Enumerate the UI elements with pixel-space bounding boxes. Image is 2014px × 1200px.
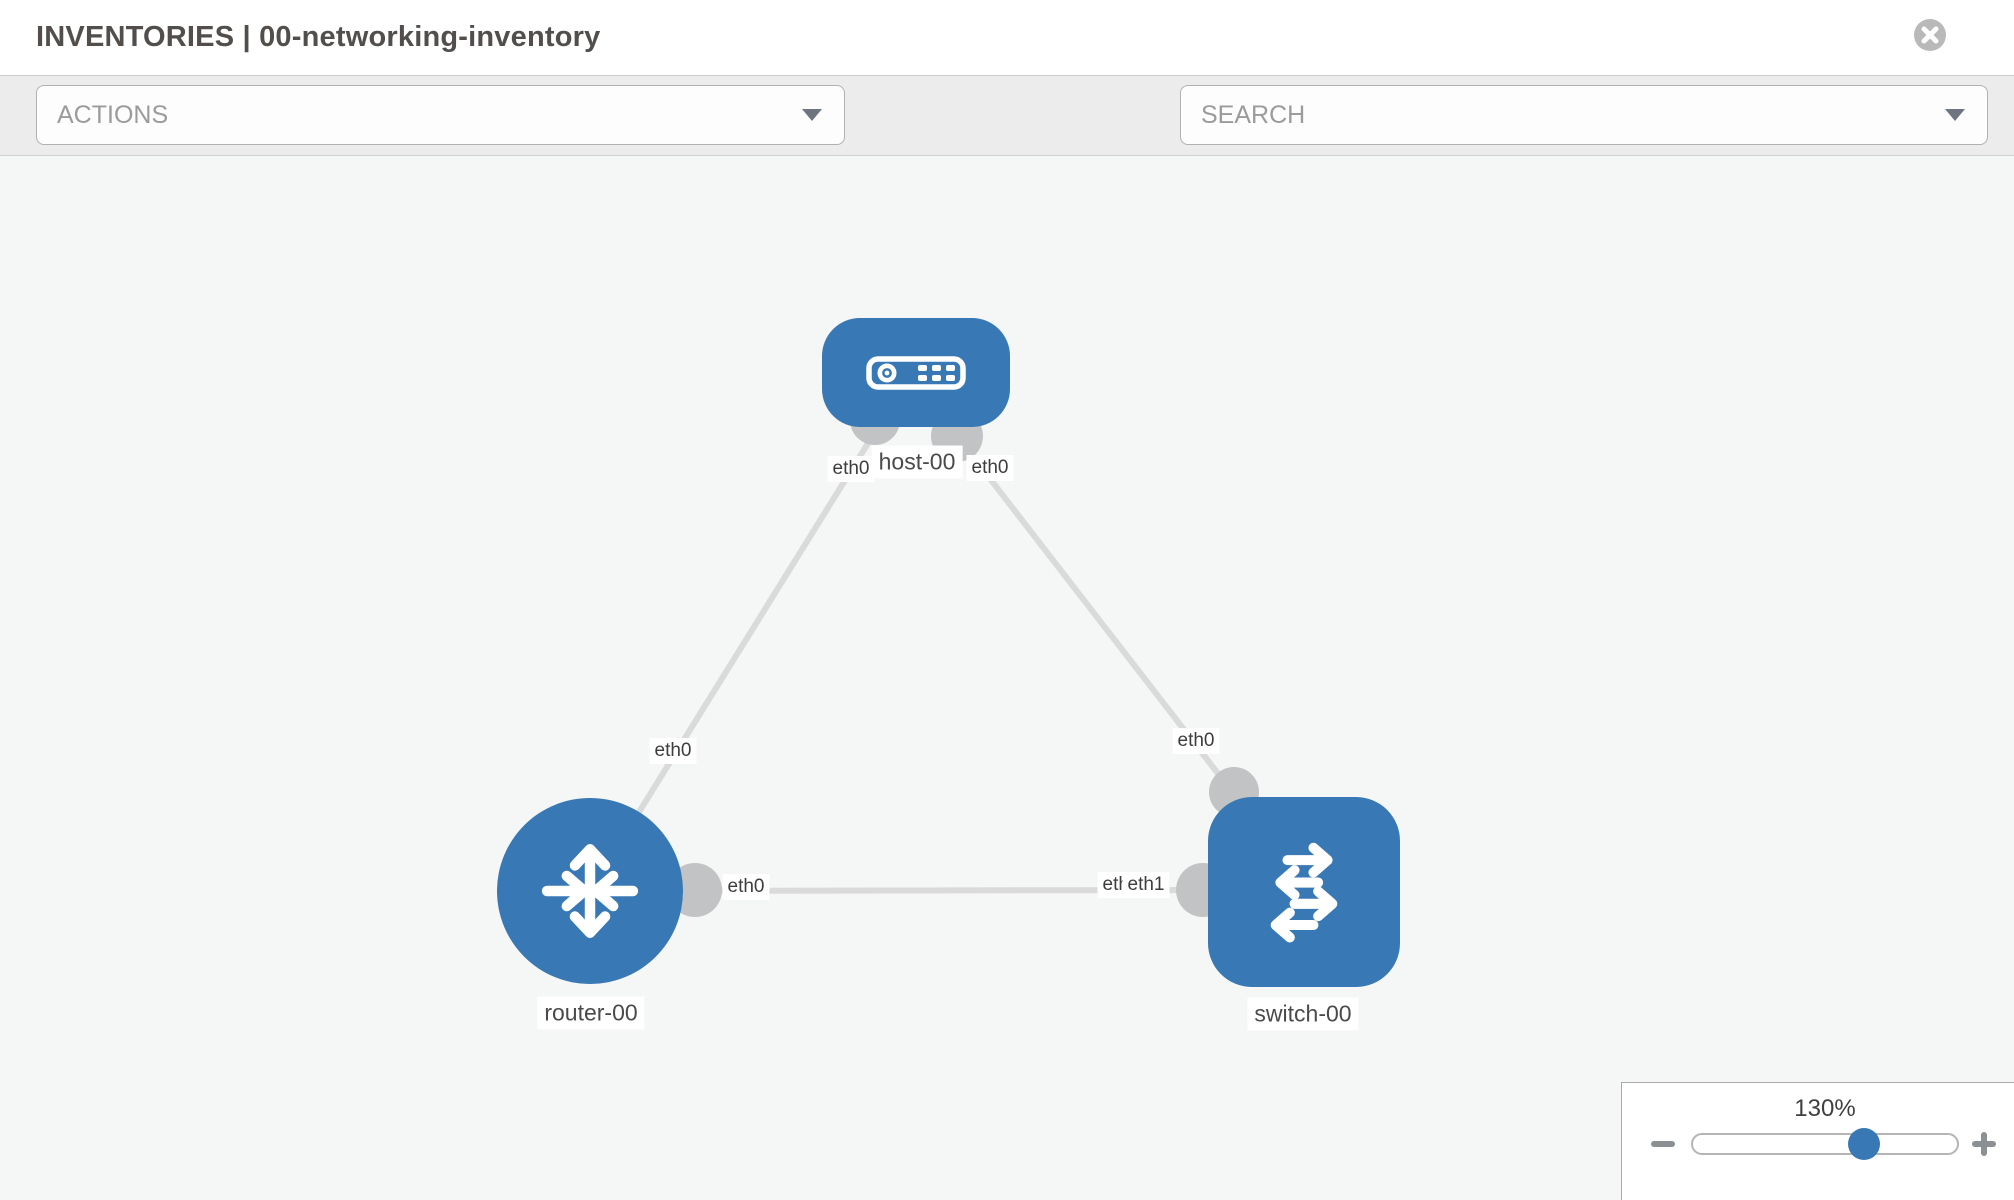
node-host-00[interactable] [822, 318, 1010, 427]
zoom-slider-track[interactable] [1691, 1133, 1959, 1155]
topology-canvas[interactable]: host-00 router-00 switch-00 eth0 eth0 et… [0, 156, 2014, 1200]
interface-label: eth0 [966, 455, 1014, 481]
interface-label: eth0 [827, 456, 875, 482]
page-title: INVENTORIES | 00-networking-inventory [36, 21, 601, 53]
search-dropdown[interactable]: SEARCH [1180, 85, 1988, 145]
actions-dropdown-label: ACTIONS [57, 100, 169, 129]
plus-icon-vbar [1981, 1132, 1987, 1156]
minus-icon [1651, 1141, 1675, 1147]
node-label-switch-00: switch-00 [1247, 997, 1359, 1031]
server-icon [866, 355, 966, 390]
zoom-out-button[interactable] [1650, 1131, 1676, 1157]
zoom-level-value: 130% [1794, 1095, 1856, 1122]
close-button[interactable] [1914, 19, 1946, 51]
chevron-down-icon [1945, 109, 1965, 121]
actions-dropdown[interactable]: ACTIONS [36, 85, 845, 145]
interface-label: eth0 [722, 874, 770, 900]
search-dropdown-label: SEARCH [1201, 100, 1306, 129]
close-icon [1921, 26, 1939, 44]
interface-label: eth0 [649, 738, 697, 764]
zoom-in-button[interactable] [1971, 1131, 1997, 1157]
toolbar: ACTIONS SEARC [0, 76, 2014, 208]
titlebar: INVENTORIES | 00-networking-inventory [0, 0, 2014, 76]
zoom-control-panel: 130% [1621, 1082, 2014, 1200]
chevron-down-icon [802, 109, 822, 121]
topology-edges-layer [587, 395, 1259, 917]
router-arrows-icon [541, 844, 639, 938]
switch-arrows-icon [1270, 842, 1338, 943]
node-switch-00[interactable] [1208, 797, 1400, 987]
zoom-slider-handle[interactable] [1848, 1128, 1880, 1160]
interface-label: eth0 [1172, 728, 1220, 754]
node-label-router-00: router-00 [537, 996, 645, 1030]
interface-label: eth1 [1122, 872, 1170, 898]
node-router-00[interactable] [497, 798, 683, 984]
node-label-host-00: host-00 [871, 445, 963, 479]
